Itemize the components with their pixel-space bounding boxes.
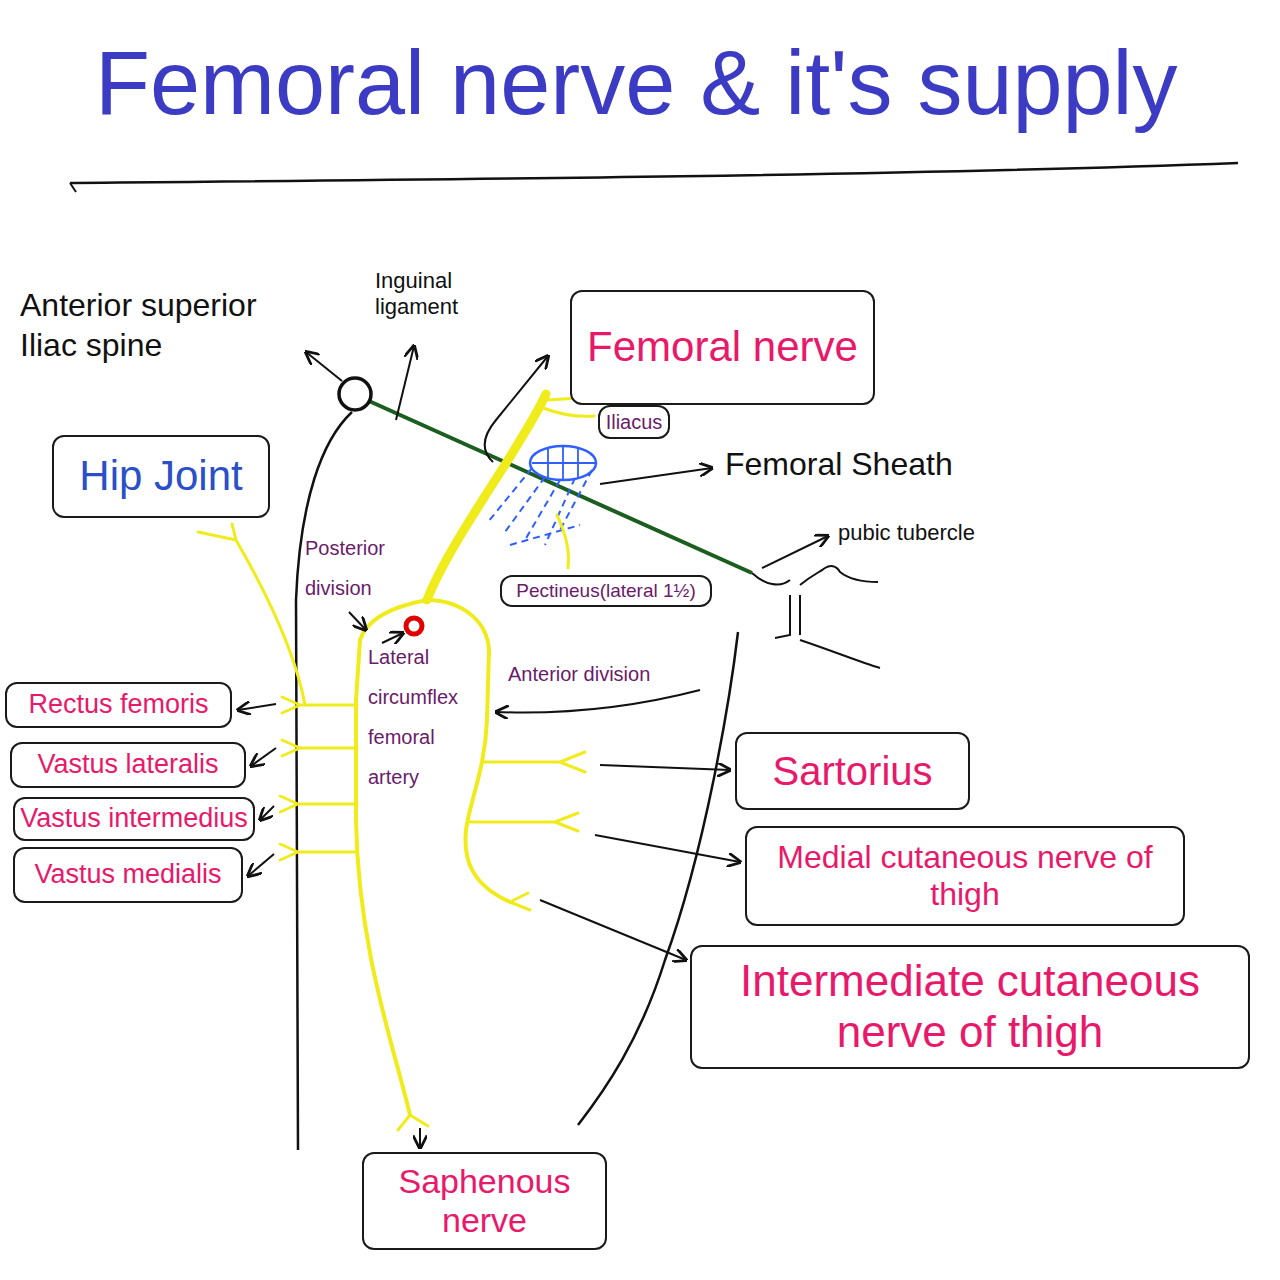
label-text: Vastus medialis: [21, 859, 235, 890]
thigh-outline: [296, 412, 352, 1150]
label-text: Pectineus(lateral 1½): [508, 580, 704, 602]
label-box: Intermediate cutaneous nerve of thigh: [690, 945, 1250, 1069]
label-box: Iliacus: [598, 405, 670, 439]
annotation-label: pubic tubercle: [838, 520, 1078, 546]
leader-arrow: [600, 765, 730, 770]
label-box: Medial cutaneous nerve of thigh: [745, 826, 1185, 926]
label-box: Vastus medialis: [13, 847, 243, 903]
nerve-branch: [280, 844, 357, 860]
inguinal-ligament: [369, 401, 752, 573]
saphenous-trunk: [356, 640, 410, 1115]
label-text: Vastus intermedius: [20, 803, 248, 834]
femoral-sheath: [488, 468, 592, 545]
nerve-branch: [280, 796, 357, 812]
label-text: Vastus lateralis: [18, 749, 238, 780]
title-underline: [70, 183, 76, 192]
hip-branch: [198, 524, 305, 705]
leader-arrow: [396, 346, 414, 420]
annotation-label: Anterior superior Iliac spine: [20, 285, 290, 365]
femoral-sheath: [532, 446, 596, 480]
nerve-branch: [557, 515, 569, 568]
nerve-branch: [468, 813, 578, 831]
label-box: Femoral nerve: [570, 290, 875, 405]
leader-arrow: [306, 352, 342, 381]
leader-arrow: [540, 900, 686, 960]
nerve-branch: [282, 740, 357, 756]
label-text: Rectus femoris: [13, 689, 224, 720]
annotation-label: Posterior division: [305, 528, 415, 608]
leader-arrow: [496, 690, 700, 713]
pubic-bone: [800, 566, 878, 585]
nerve-branch: [510, 893, 530, 910]
title: Femoral nerve & it's supply: [95, 34, 1178, 133]
label-text: Femoral nerve: [580, 323, 865, 371]
label-text: Intermediate cutaneous nerve of thigh: [702, 956, 1238, 1057]
label-text: Hip Joint: [62, 452, 260, 500]
nerve-branch: [282, 697, 357, 713]
pubic-bone: [752, 573, 790, 584]
label-text: Saphenous nerve: [372, 1162, 597, 1240]
iliac-spine-marker: [339, 378, 371, 410]
annotation-label: Lateral circumflex femoral artery: [368, 637, 478, 797]
leader-arrow: [260, 806, 274, 820]
leader-arrow: [595, 835, 740, 862]
leader-arrow: [248, 854, 274, 876]
leader-arrow: [419, 1128, 421, 1148]
leader-arrow: [349, 612, 366, 630]
posterior-division: [360, 600, 427, 640]
label-box: Sartorius: [735, 732, 970, 810]
leader-arrow: [251, 748, 276, 766]
label-box: Pectineus(lateral 1½): [500, 575, 712, 607]
nerve-branch: [543, 408, 594, 416]
leader-arrow: [382, 633, 403, 643]
nerve-trunk: [427, 394, 546, 600]
anterior-division: [427, 600, 510, 902]
pubic-bone: [800, 640, 880, 668]
title-underline: [70, 163, 1238, 183]
label-box: Vastus lateralis: [10, 742, 246, 788]
leader-arrow: [600, 468, 712, 484]
leader-arrow: [762, 536, 828, 568]
nerve-branch: [398, 1115, 428, 1130]
nerve-branch: [484, 752, 585, 772]
label-box: Saphenous nerve: [362, 1152, 607, 1250]
leader-arrow: [485, 356, 548, 462]
label-box: Rectus femoris: [5, 682, 232, 728]
pubic-bone: [799, 595, 801, 635]
label-text: Iliacus: [604, 411, 664, 434]
leader-arrow: [238, 704, 276, 710]
label-text: Medial cutaneous nerve of thigh: [757, 839, 1173, 913]
annotation-label: Inguinal ligament: [375, 268, 485, 321]
femoral-sheath: [530, 446, 596, 480]
annotation-label: Femoral Sheath: [725, 445, 1045, 483]
artery-marker: [406, 618, 422, 634]
label-box: Vastus intermedius: [13, 797, 255, 841]
pubic-bone: [775, 595, 790, 638]
annotation-label: Anterior division: [508, 662, 708, 686]
label-box: Hip Joint: [52, 435, 270, 518]
label-text: Sartorius: [745, 748, 960, 794]
